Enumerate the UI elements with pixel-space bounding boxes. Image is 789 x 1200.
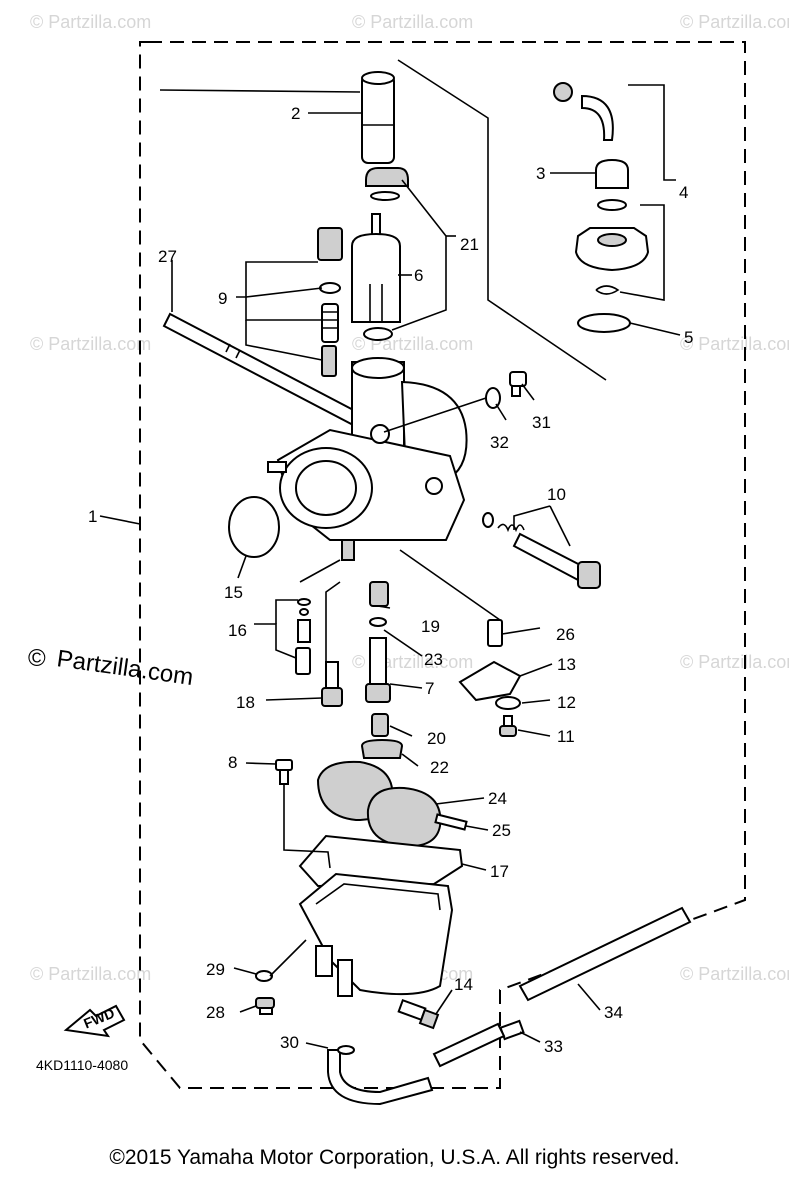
callout-15: 15 — [224, 583, 243, 602]
part-19-needle-jet — [369, 581, 389, 607]
fwd-arrow-icon: FWD — [63, 1004, 126, 1038]
partzilla-main-watermark: © Partzilla.com — [28, 645, 195, 691]
watermark: © Partzilla.com — [30, 334, 151, 354]
part-28-drain-screw — [255, 997, 275, 1015]
part-15-gasket — [228, 496, 280, 558]
part-30-drain-hose — [327, 1049, 434, 1106]
callout-33: 33 — [544, 1037, 563, 1056]
part-16-needle-jet-set — [295, 598, 311, 675]
callout-4: 4 — [679, 183, 688, 202]
part-24-float — [316, 760, 442, 848]
watermark: © Partzilla.com — [30, 964, 151, 984]
callout-17: 17 — [490, 862, 509, 881]
callout-20: 20 — [427, 729, 446, 748]
leader-lines — [99, 59, 681, 1049]
callout-24: 24 — [488, 789, 507, 808]
callout-22: 22 — [430, 758, 449, 777]
callout-23: 23 — [424, 650, 443, 669]
callout-11: 11 — [557, 727, 575, 746]
callout-29: 29 — [206, 960, 225, 979]
partzilla-text: Partzilla.com — [55, 645, 195, 691]
watermark: © Partzilla.com — [680, 964, 789, 984]
callout-34: 34 — [604, 1003, 623, 1022]
callout-9: 9 — [218, 289, 227, 308]
watermark: © Partzilla.com — [680, 334, 789, 354]
callout-2: 2 — [291, 104, 300, 123]
part-31-screw — [509, 371, 527, 397]
copyright-symbol: © — [28, 645, 46, 672]
part-25-pin — [434, 813, 468, 831]
watermark: © Partzilla.com — [352, 12, 473, 32]
part-11-screw — [499, 715, 517, 737]
part-34-overflow-hose — [432, 906, 692, 1068]
callout-1: 1 — [88, 507, 97, 526]
part-14-screw — [397, 998, 440, 1030]
float-bowl — [298, 872, 454, 997]
part-9-screw-set — [317, 227, 343, 377]
watermark: © Partzilla.com — [30, 12, 151, 32]
callout-31: 31 — [532, 413, 551, 432]
callout-27: 27 — [158, 247, 177, 266]
part-23-o-ring — [369, 617, 387, 627]
part-20-main-jet — [371, 713, 389, 737]
callout-16: 16 — [228, 621, 247, 640]
part-13-gasket — [458, 660, 522, 702]
callout-19: 19 — [421, 617, 440, 636]
assembly-boundary — [139, 41, 746, 1089]
part-1-carburetor-body — [267, 357, 468, 561]
callout-25: 25 — [492, 821, 511, 840]
callout-30: 30 — [280, 1033, 299, 1052]
part-12-washer — [495, 696, 521, 710]
part-21-cap — [365, 167, 409, 201]
callout-7: 7 — [425, 679, 434, 698]
callout-13: 13 — [557, 655, 576, 674]
part-7-main-nozzle — [365, 637, 391, 703]
copyright-notice: ©2015 Yamaha Motor Corporation, U.S.A. A… — [109, 1146, 680, 1169]
callout-18: 18 — [236, 693, 255, 712]
watermark: © Partzilla.com — [680, 652, 789, 672]
callout-10: 10 — [547, 485, 566, 504]
callout-8: 8 — [228, 753, 237, 772]
part-29-o-ring — [255, 970, 273, 982]
part-10-throttle-stop-screw — [482, 512, 601, 589]
callout-32: 32 — [490, 433, 509, 452]
diagram-code: 4KD1110-4080 — [36, 1057, 128, 1073]
callout-14: 14 — [454, 975, 473, 994]
part-18-pilot-jet — [321, 661, 343, 707]
part-26-starter-jet — [487, 619, 503, 647]
callout-3: 3 — [536, 164, 545, 183]
part-6-throttle-valve — [351, 213, 401, 341]
callout-21: 21 — [460, 235, 479, 254]
part-4-choke-assembly — [553, 82, 650, 333]
callout-26: 26 — [556, 625, 575, 644]
callout-6: 6 — [414, 266, 423, 285]
callout-12: 12 — [557, 693, 576, 712]
part-32-washer — [485, 387, 501, 409]
part-22-washer — [360, 738, 404, 759]
callout-28: 28 — [206, 1003, 225, 1022]
part-8-screw — [275, 759, 293, 785]
part-2-tube — [361, 71, 395, 164]
callout-5: 5 — [684, 328, 693, 347]
watermark: © Partzilla.com — [680, 12, 789, 32]
hose-30-end — [337, 1045, 355, 1055]
callout-labels: 1 2 3 4 5 6 7 8 9 10 11 12 13 14 15 16 1… — [88, 104, 693, 1056]
